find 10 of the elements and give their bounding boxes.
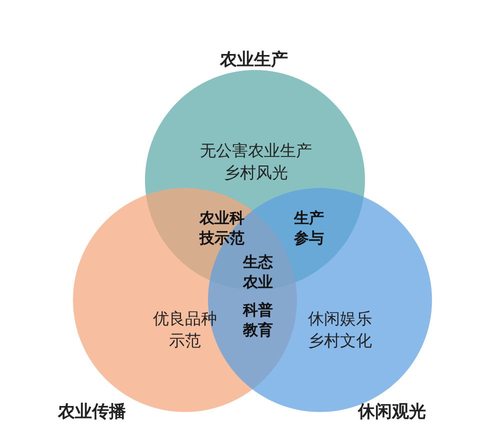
circle-heading: 休闲观光 (358, 401, 426, 423)
circle-heading: 农业生产 (220, 49, 288, 71)
overlap-label: 生产参与 (292, 208, 325, 248)
circle-text: 无公害农业生产乡村风光 (199, 140, 313, 184)
circle-text: 休闲娱乐乡村文化 (307, 308, 373, 352)
overlap-label: 农业科技示范 (198, 208, 246, 248)
circle-heading: 农业传播 (58, 401, 126, 423)
overlap-label: 生态农业 (242, 252, 274, 292)
circle-text: 优良品种示范 (152, 308, 218, 352)
overlap-label: 科普教育 (242, 300, 274, 340)
